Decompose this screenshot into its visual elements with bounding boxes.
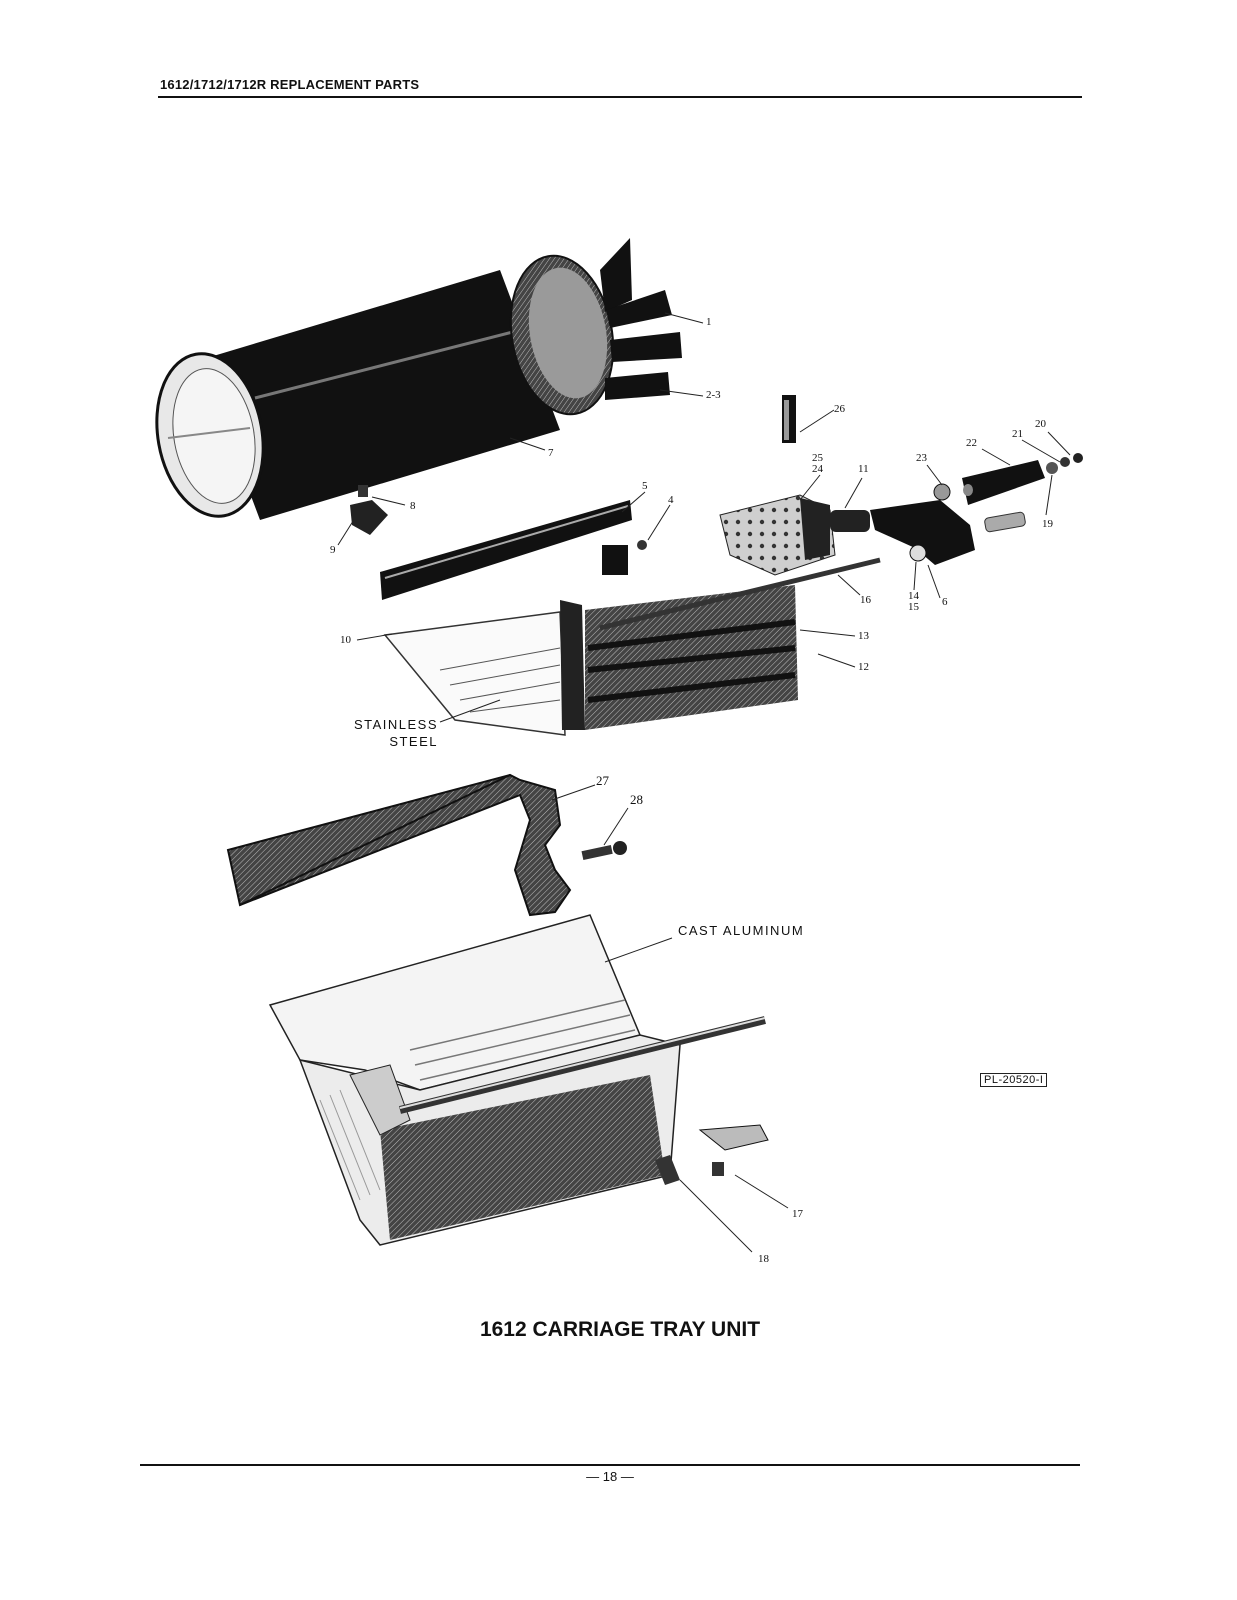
callout-17: 17: [792, 1208, 803, 1220]
callout-16: 16: [860, 594, 871, 606]
callout-23: 23: [916, 452, 927, 464]
callout-21: 21: [1012, 428, 1023, 440]
cast-aluminum-label: CAST ALUMINUM: [678, 923, 805, 938]
callout-7: 7: [548, 447, 554, 459]
stainless-tray-part: [383, 557, 881, 736]
page-number: — 18 —: [586, 1469, 634, 1484]
callout-8: 8: [410, 500, 416, 512]
callout-6: 6: [942, 596, 948, 608]
handle-bar-part: [226, 773, 572, 917]
header-rule: [158, 96, 1082, 98]
stainless-label-line-1: STAINLESS: [353, 717, 438, 732]
foot-part: [350, 485, 388, 535]
callout-5: 5: [642, 480, 648, 492]
callout-9: 9: [330, 544, 336, 556]
cylinder-drum-part: [155, 270, 560, 520]
knob-part: [933, 453, 1083, 533]
cast-aluminum-carriage-part: [268, 914, 769, 1246]
callout-19: 19: [1042, 518, 1053, 530]
callout-25: 25: [812, 452, 823, 464]
callout-12: 12: [858, 661, 869, 673]
callout-15: 15: [908, 601, 919, 613]
callout-14: 14: [908, 590, 919, 602]
callout-13: 13: [858, 630, 869, 642]
stainless-label-line-2: STEEL: [389, 734, 438, 749]
callout-10: 10: [340, 634, 351, 646]
callout-28: 28: [630, 792, 643, 807]
callout-leader-lines: [337, 312, 1071, 1253]
end-cap-part: [509, 238, 682, 416]
figure-caption: 1612 CARRIAGE TRAY UNIT: [479, 1318, 761, 1341]
callout-18: 18: [758, 1253, 769, 1265]
callout-22: 22: [966, 437, 977, 449]
callout-27: 27: [596, 773, 609, 788]
lever-assembly-part: [719, 494, 975, 576]
clip-part: [782, 395, 796, 443]
callout-11: 11: [858, 463, 869, 475]
callout-20: 20: [1035, 418, 1046, 430]
callout-2-3: 2-3: [706, 389, 721, 401]
stainless-steel-label: STAINLESS STEEL: [350, 716, 438, 750]
screw-part: [581, 841, 627, 861]
callout-26: 26: [834, 403, 845, 415]
rail-part: [380, 500, 647, 600]
callout-4: 4: [668, 494, 674, 506]
callout-1: 1: [706, 316, 712, 328]
page-header-title: 1612/1712/1712R REPLACEMENT PARTS: [160, 77, 420, 92]
callout-24: 24: [812, 463, 823, 475]
plate-reference-code: PL-20520-I: [980, 1073, 1048, 1087]
footer-rule: [140, 1464, 1080, 1466]
